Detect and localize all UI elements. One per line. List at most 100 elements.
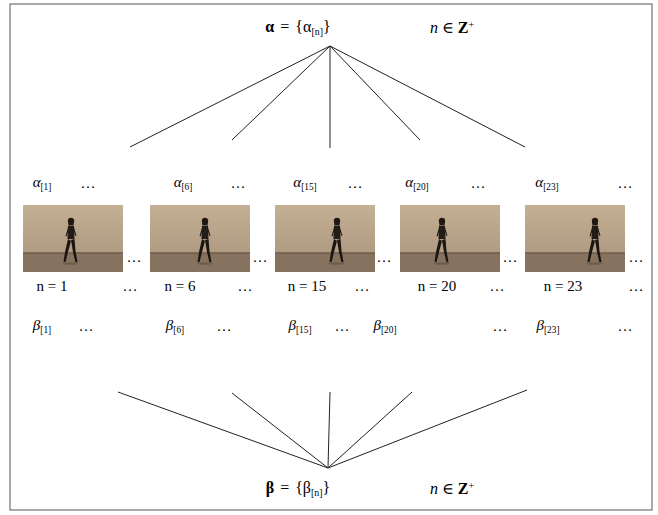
index-domain-group: n ∈Z+ — [430, 480, 474, 498]
set-formula: α — [265, 18, 274, 35]
ellipsis: … — [123, 278, 138, 294]
alpha-term: α — [174, 174, 182, 190]
ellipsis: … — [471, 175, 486, 191]
frame-index: n = 6 — [165, 278, 196, 294]
set-formula: [n] — [311, 487, 323, 498]
alpha-term-group: α[20] — [405, 174, 428, 192]
frame-index-group: n = 1 — [37, 278, 68, 295]
frame-index-group: n = 20 — [418, 278, 456, 295]
beta-term: β — [537, 317, 544, 333]
alpha-term: α — [405, 174, 413, 190]
ellipsis-group: … — [217, 318, 232, 335]
ellipsis-group: … — [503, 249, 518, 266]
ellipsis: … — [490, 278, 505, 294]
ellipsis: … — [127, 249, 142, 265]
frame-index: n = 15 — [288, 278, 326, 294]
video-frame — [525, 205, 625, 272]
alpha-term: [23] — [543, 182, 559, 192]
ellipsis: … — [355, 278, 370, 294]
ellipsis-group: … — [123, 278, 138, 295]
beta-term-group: β[6] — [166, 317, 184, 335]
ellipsis-group: … — [629, 278, 644, 295]
ellipsis: … — [335, 318, 350, 334]
beta-term: [6] — [173, 325, 184, 335]
ellipsis-group: … — [618, 318, 633, 335]
beta-term-group: β[15] — [289, 317, 312, 335]
alpha-term: [1] — [41, 182, 52, 192]
frame-border — [10, 4, 652, 510]
index-domain-group: n ∈Z+ — [430, 19, 474, 37]
alpha-term-group: α[23] — [535, 174, 558, 192]
index-domain: + — [468, 19, 474, 30]
beta-term: β — [33, 317, 40, 333]
frame-index-group: n = 23 — [544, 278, 582, 295]
frame-index: n = 20 — [418, 278, 456, 294]
ellipsis: … — [81, 175, 96, 191]
beta-term: [20] — [381, 325, 397, 335]
frame-index-group: n = 15 — [288, 278, 326, 295]
ellipsis-group: … — [493, 318, 508, 335]
beta-term: [23] — [544, 325, 560, 335]
video-frame — [23, 205, 123, 272]
video-frame — [400, 205, 500, 272]
ellipsis: … — [629, 278, 644, 294]
index-domain: n ∈ — [430, 480, 454, 497]
beta-term-group: β[1] — [33, 317, 51, 335]
ellipsis-group: … — [471, 175, 486, 192]
ellipsis: … — [217, 318, 232, 334]
alpha-term: [20] — [413, 182, 429, 192]
ellipsis-group: … — [238, 278, 253, 295]
set-formula: } — [323, 18, 331, 35]
ellipsis: … — [348, 175, 363, 191]
ellipsis-group: … — [231, 175, 246, 192]
ellipsis-group: … — [127, 249, 142, 266]
ellipsis: … — [618, 175, 633, 191]
ellipsis: … — [253, 249, 268, 265]
ellipsis: … — [629, 249, 644, 265]
frame-index: n = 1 — [37, 278, 68, 294]
alpha-term: α — [293, 174, 301, 190]
alpha-term: [15] — [301, 182, 317, 192]
ellipsis: … — [79, 318, 94, 334]
alpha-term-group: α[1] — [33, 174, 52, 192]
ellipsis-group: … — [335, 318, 350, 335]
ellipsis: … — [493, 318, 508, 334]
index-domain: n ∈ — [430, 19, 454, 36]
ellipsis: … — [231, 175, 246, 191]
beta-term-group: β[23] — [537, 317, 560, 335]
set-formula: = — [280, 18, 289, 35]
alpha-term: [6] — [182, 182, 193, 192]
ellipsis: … — [377, 249, 392, 265]
set-formula-group: α = {α[n]} — [265, 18, 330, 38]
ellipsis-group: … — [79, 318, 94, 335]
set-formula: β — [266, 479, 274, 496]
ellipsis-group: … — [490, 278, 505, 295]
beta-term: β — [166, 317, 173, 333]
index-domain: Z — [458, 480, 469, 497]
set-formula: = — [280, 479, 289, 496]
fan-lines — [118, 46, 527, 468]
alpha-term: α — [33, 174, 41, 190]
frame-index-group: n = 6 — [165, 278, 196, 295]
set-formula: [n] — [311, 26, 323, 37]
ellipsis-group: … — [348, 175, 363, 192]
video-frame — [150, 205, 250, 272]
ellipsis-group: … — [355, 278, 370, 295]
ellipsis-group: … — [253, 249, 268, 266]
ellipsis-group: … — [377, 249, 392, 266]
beta-term: [1] — [40, 325, 51, 335]
ellipsis-group: … — [629, 249, 644, 266]
alpha-term-group: α[15] — [293, 174, 316, 192]
beta-term-group: β[20] — [374, 317, 397, 335]
beta-term: β — [374, 317, 381, 333]
set-formula: {α — [295, 18, 311, 35]
ellipsis: … — [503, 249, 518, 265]
alpha-term-group: α[6] — [174, 174, 193, 192]
ellipsis-group: … — [618, 175, 633, 192]
index-domain: Z — [458, 19, 469, 36]
video-frame — [275, 205, 375, 272]
ellipsis-group: … — [81, 175, 96, 192]
set-formula-group: β={β[n]} — [266, 479, 331, 499]
